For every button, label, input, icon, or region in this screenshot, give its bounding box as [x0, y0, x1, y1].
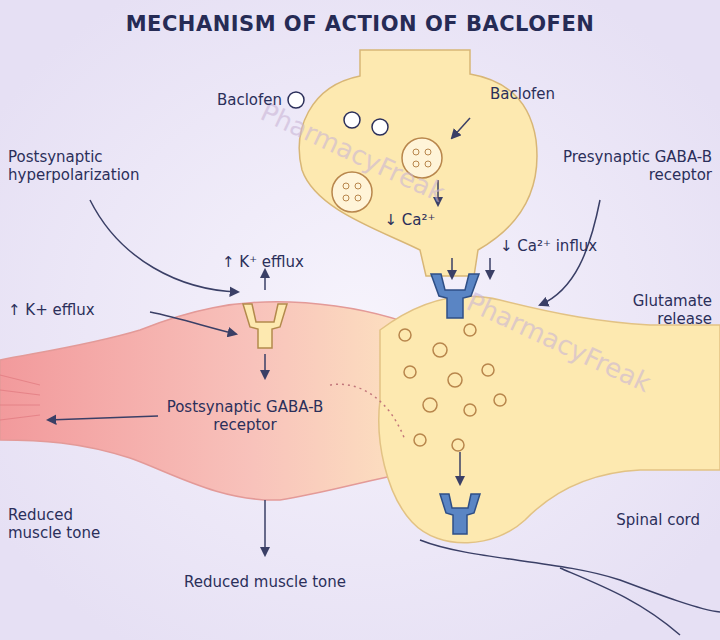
- drug-label: Baclofen: [490, 84, 600, 103]
- effect-label: Postsynaptic hyperpolarization: [8, 148, 158, 184]
- ion-label-text: ↑ K+ efflux: [8, 301, 95, 319]
- effect-label: Glutamate release: [602, 292, 712, 328]
- ion-label-text: ↓ Ca²⁺ influx: [500, 237, 597, 255]
- postsynaptic-neuron: [0, 302, 420, 500]
- receptor-label-text: Presynaptic GABA-B receptor: [562, 148, 712, 184]
- effect-label-text: Glutamate release: [602, 292, 712, 328]
- watermark: PharmacyFreak: [256, 97, 505, 235]
- effect-label-text: Reduced muscle tone: [184, 573, 346, 591]
- muscle-fibers: [0, 375, 40, 420]
- drug-label-text: Baclofen: [217, 91, 282, 109]
- effect-label: Reduced muscle tone: [8, 506, 128, 542]
- drug-label: Baclofen: [162, 90, 282, 109]
- effect-label-text: Reduced muscle tone: [8, 506, 128, 542]
- effect-label-text: Postsynaptic hyperpolarization: [8, 148, 158, 184]
- ion-label: ↑ K⁺ efflux: [222, 252, 332, 271]
- title-text: MECHANISM OF ACTION OF BACLOFEN: [126, 12, 595, 37]
- ion-label-text: ↑ K⁺ efflux: [222, 253, 304, 271]
- receptor-label-text: Postsynaptic GABA-B receptor: [155, 398, 335, 434]
- signal-dots: [330, 384, 405, 440]
- title: MECHANISM OF ACTION OF BACLOFEN: [126, 12, 595, 37]
- ion-label: ↑ K+ efflux: [8, 300, 148, 319]
- glutamate-receptor: [440, 494, 480, 534]
- receptor-label: Presynaptic GABA-B receptor: [562, 148, 712, 184]
- glutamate-vesicle: [399, 324, 506, 451]
- nerve-fiber: [560, 568, 680, 635]
- effect-label: Reduced muscle tone: [165, 572, 365, 591]
- region-label-text: Spinal cord: [616, 511, 700, 529]
- ion-label: ↓ Ca²⁺: [365, 210, 455, 229]
- ion-label-text: ↓ Ca²⁺: [385, 211, 436, 229]
- receptor-label: Postsynaptic GABA-B receptor: [155, 398, 335, 434]
- region-label: Spinal cord: [570, 510, 700, 529]
- postsynaptic-receptor: [243, 304, 287, 348]
- watermark-text: PharmacyFreak: [256, 97, 450, 210]
- nerve-fiber: [420, 540, 720, 612]
- drug-label-text: Baclofen: [490, 85, 555, 103]
- watermark-text: PharmacyFreak: [462, 287, 656, 400]
- ion-label: ↓ Ca²⁺ influx: [500, 236, 620, 255]
